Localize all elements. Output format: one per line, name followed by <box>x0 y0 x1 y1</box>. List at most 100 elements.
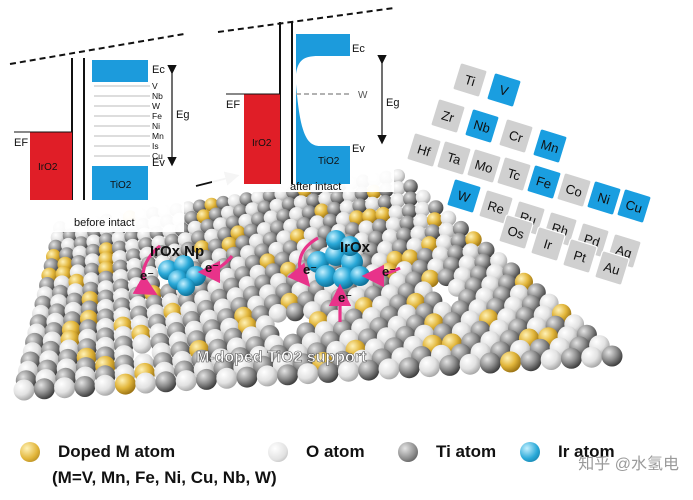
lattice-atom <box>399 215 416 232</box>
lattice-atom <box>358 220 375 236</box>
dopant-level-label: Ni <box>152 121 160 131</box>
lattice-atom <box>413 213 429 230</box>
caption-before: before intact <box>74 217 135 229</box>
dopant-level-label: W <box>152 101 160 111</box>
eg-label-after: Eg <box>386 97 399 109</box>
lattice-atom <box>372 218 388 235</box>
legend: Doped M atom (M=V, Mn, Fe, Ni, Cu, Nb, W… <box>0 432 693 500</box>
lattice-atom <box>349 210 365 226</box>
electron-label-3: e⁻ <box>303 262 317 277</box>
element-symbol: Fe <box>534 173 553 192</box>
lattice-atom <box>94 374 116 396</box>
legend-ti-label: Ti atom <box>436 442 497 461</box>
dopant-levels <box>94 85 150 157</box>
element-cell-ta: Ta <box>436 140 472 176</box>
dopant-level-label: Is <box>152 141 159 151</box>
lattice-atom <box>401 203 417 219</box>
lattice-atom <box>452 220 469 237</box>
legend-ti: Ti atom <box>398 442 496 462</box>
ti-atom-swatch <box>398 442 418 462</box>
element-symbol: Co <box>564 181 584 200</box>
lattice-atom <box>426 212 443 228</box>
dopant-level-label: Fe <box>152 111 162 121</box>
lattice-atom <box>385 217 402 233</box>
lattice-atom <box>378 358 400 380</box>
element-symbol: Au <box>602 259 622 278</box>
lattice-atom <box>196 368 217 390</box>
lattice-atom <box>391 181 406 196</box>
dopant-level-label: Nb <box>152 91 163 101</box>
lattice-atom <box>560 347 582 369</box>
element-symbol: Mn <box>539 137 561 157</box>
lattice-atom <box>251 190 266 205</box>
lattice-atom <box>403 191 418 207</box>
element-cell-hf: Hf <box>406 132 442 168</box>
lattice-atom <box>335 211 352 228</box>
dopant-level-label: Cu <box>152 151 163 161</box>
lattice-atom <box>339 200 355 215</box>
element-symbol: Ni <box>596 190 612 208</box>
legend-o-label: O atom <box>306 442 365 461</box>
element-cell-re: Re <box>478 189 514 225</box>
lattice-atom <box>540 349 562 370</box>
lattice-atom <box>236 366 258 388</box>
lattice-atom <box>277 364 299 386</box>
lattice-atom <box>391 169 405 183</box>
element-symbol: Ta <box>445 149 463 168</box>
lattice-atom <box>419 356 440 378</box>
element-symbol: Ti <box>463 72 477 89</box>
np-label-right: IrOx <box>340 239 371 256</box>
lattice-atom <box>375 206 391 223</box>
element-cell-fe: Fe <box>526 164 562 200</box>
electron-label-5: e⁻ <box>338 290 352 305</box>
lattice-atom <box>398 357 420 379</box>
lattice-atom <box>54 377 76 399</box>
lattice-atom <box>314 203 330 219</box>
lattice-atom <box>428 200 444 216</box>
band-diagram-after: EF IrO2 TiO2 Ec Ev W Eg after intact <box>212 6 399 193</box>
element-cell-mo: Mo <box>466 148 502 184</box>
lattice-atom <box>306 193 321 208</box>
lattice-atom <box>440 210 457 227</box>
lattice-atom <box>297 363 319 385</box>
legend-doped: Doped M atom <box>20 442 175 462</box>
legend-doped-note: (M=V, Mn, Fe, Ni, Cu, Nb, W) <box>52 468 277 487</box>
lattice-atom <box>438 222 455 239</box>
element-symbol: Cr <box>507 127 525 146</box>
lattice-atom <box>459 353 481 375</box>
lattice-atom <box>403 179 418 194</box>
lattice-atom <box>216 367 238 389</box>
legend-o: O atom <box>268 442 365 462</box>
lattice-atom <box>268 304 288 323</box>
ef-label-before: EF <box>14 137 28 149</box>
electron-label-2: e⁻ <box>205 260 219 275</box>
lattice-atom <box>601 345 623 367</box>
lattice-atom <box>581 346 603 368</box>
element-cell-pt: Pt <box>562 238 598 274</box>
tio2-label-after: TiO2 <box>318 156 340 167</box>
lattice-atom <box>500 351 522 373</box>
element-symbol: W <box>456 188 473 206</box>
tio2-label-before: TiO2 <box>110 180 132 191</box>
element-cell-os: Os <box>498 214 534 250</box>
element-symbol: Mo <box>473 157 495 177</box>
element-cell-ir: Ir <box>530 226 566 262</box>
o-atom-swatch <box>268 442 288 462</box>
ev-label-before: Ev <box>152 157 165 169</box>
lattice-atom <box>415 189 431 205</box>
lattice-atom <box>135 372 157 394</box>
lattice-atom <box>344 222 361 238</box>
lattice-atom <box>317 361 339 383</box>
element-symbol: Nb <box>472 117 492 136</box>
element-cell-w: W <box>446 178 482 214</box>
element-cell-au: Au <box>594 250 630 286</box>
iro2-label-before: IrO2 <box>38 162 58 173</box>
element-symbol: Re <box>486 198 506 217</box>
element-cell-cu: Cu <box>616 188 652 224</box>
element-symbol: Os <box>506 223 527 242</box>
lattice-atom <box>155 371 177 393</box>
lattice-atom <box>293 195 309 210</box>
